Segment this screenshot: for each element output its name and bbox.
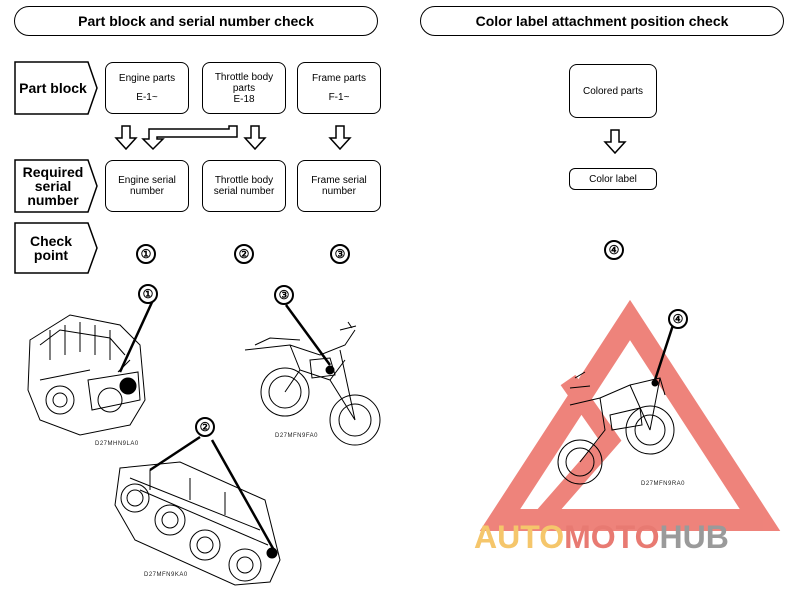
part-block-engine-code: E-1~ bbox=[136, 92, 158, 103]
serial-throttle-label: Throttle body serial number bbox=[213, 175, 275, 197]
arrow-down-color bbox=[603, 129, 627, 155]
row-label-part-block: Part block bbox=[19, 80, 87, 96]
color-label-box: Color label bbox=[569, 168, 657, 190]
check-point-1: ① bbox=[136, 244, 156, 264]
leader-color bbox=[653, 324, 675, 381]
throttle-body-illustration bbox=[114, 461, 281, 586]
arrow-elbow-throttle-to-engine bbox=[141, 125, 238, 151]
serial-frame: Frame serial number bbox=[297, 160, 381, 212]
callout-4: ④ bbox=[668, 309, 688, 329]
part-block-frame-code: F-1~ bbox=[328, 92, 350, 103]
part-block-throttle: Throttle body parts E-18 bbox=[202, 62, 286, 114]
part-block-engine-name: Engine parts bbox=[118, 73, 176, 84]
part-block-throttle-name: Throttle body parts bbox=[214, 71, 274, 94]
color-illustration-code: D27MFN9RA0 bbox=[641, 481, 686, 487]
serial-engine: Engine serial number bbox=[105, 160, 189, 212]
watermark-text: AUTOMOTOHUB bbox=[474, 519, 729, 556]
header-part-block-check: Part block and serial number check bbox=[14, 6, 378, 36]
engine-illustration bbox=[27, 314, 146, 436]
watermark-part3: HUB bbox=[659, 519, 729, 555]
leader-throttle-1 bbox=[149, 435, 201, 472]
leader-engine bbox=[118, 299, 155, 373]
watermark-part1: AUTO bbox=[474, 519, 565, 555]
color-motorcycle-illustration bbox=[557, 371, 675, 485]
arrow-down-throttle bbox=[243, 125, 267, 151]
serial-engine-label: Engine serial number bbox=[118, 175, 176, 197]
part-block-engine: Engine parts E-1~ bbox=[105, 62, 189, 114]
row-label-required-serial: Required serial number bbox=[22, 164, 84, 208]
colored-parts-box: Colored parts bbox=[569, 64, 657, 118]
row-label-shape-serial bbox=[14, 159, 98, 213]
watermark-part2: MOTO bbox=[564, 519, 660, 555]
part-block-throttle-code: E-18 bbox=[233, 93, 255, 105]
callout-3: ③ bbox=[274, 285, 294, 305]
arrow-down-engine bbox=[114, 125, 138, 151]
engine-illustration-code: D27MHN9LA0 bbox=[95, 441, 139, 447]
watermark-triangle bbox=[479, 299, 781, 531]
leader-frame bbox=[284, 304, 332, 366]
throttle-illustration-code: D27MFN9KA0 bbox=[144, 572, 188, 578]
check-point-3: ③ bbox=[330, 244, 350, 264]
part-block-frame-name: Frame parts bbox=[312, 73, 366, 84]
frame-illustration-code: D27MFN9FA0 bbox=[275, 433, 319, 439]
arrow-down-frame bbox=[328, 125, 352, 151]
serial-throttle: Throttle body serial number bbox=[202, 160, 286, 212]
check-point-4: ④ bbox=[604, 240, 624, 260]
serial-frame-label: Frame serial number bbox=[311, 175, 367, 197]
header-color-label-check: Color label attachment position check bbox=[420, 6, 784, 36]
leader-throttle-2 bbox=[210, 439, 277, 553]
callout-1: ① bbox=[138, 284, 158, 304]
check-point-2: ② bbox=[234, 244, 254, 264]
color-label-text: Color label bbox=[589, 173, 637, 185]
callout-2: ② bbox=[195, 417, 215, 437]
colored-parts-label: Colored parts bbox=[582, 85, 644, 97]
row-label-shape-check-point bbox=[14, 222, 98, 274]
row-label-shape-part-block bbox=[14, 61, 98, 115]
motorcycle-illustration bbox=[244, 321, 381, 446]
part-block-frame: Frame parts F-1~ bbox=[297, 62, 381, 114]
row-label-check-point: Check point bbox=[29, 233, 73, 263]
